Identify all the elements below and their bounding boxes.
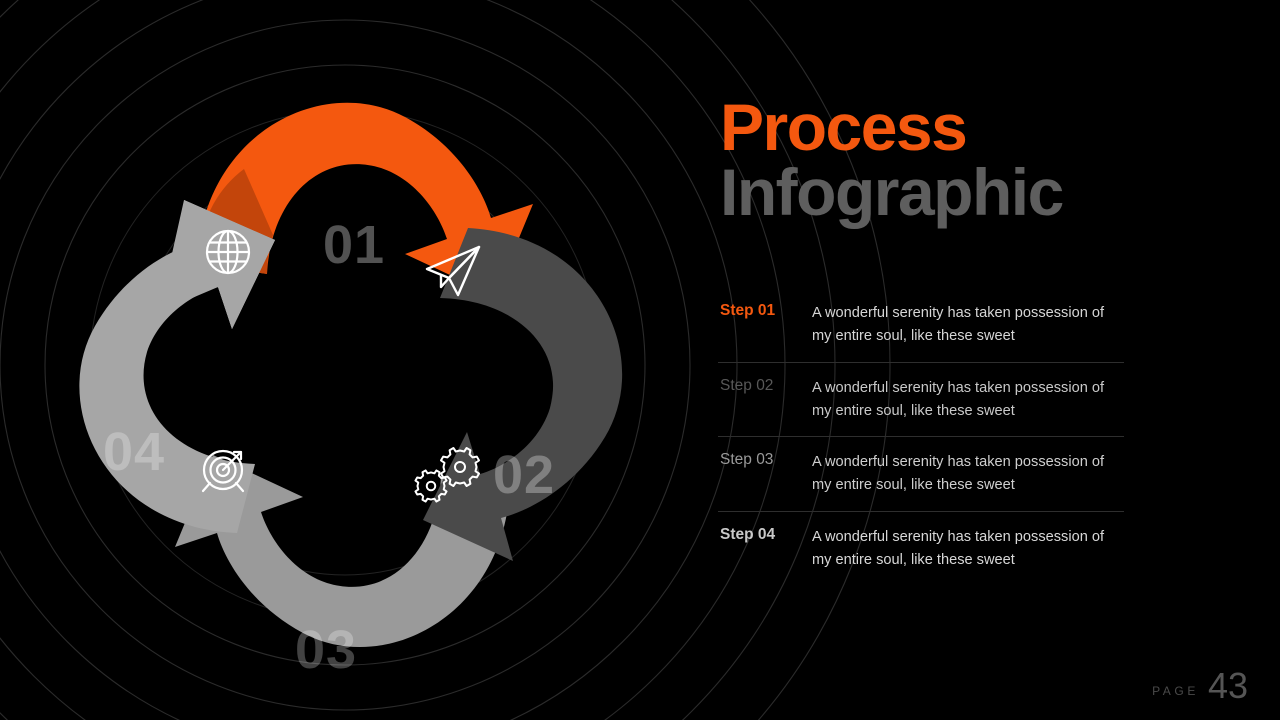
step-label-02: Step 02 (720, 376, 774, 394)
step-row-04[interactable]: Step 04 A wonderful serenity has taken p… (718, 510, 1124, 586)
footer-page-indicator: PAGE 43 (1152, 662, 1248, 706)
cycle-number-03: 03 (295, 620, 357, 680)
steps-list: Step 01 A wonderful serenity has taken p… (718, 298, 1124, 585)
cycle-segment-04-head (159, 200, 275, 329)
step-label-03: Step 03 (720, 451, 774, 469)
step-row-02[interactable]: Step 02 A wonderful serenity has taken p… (718, 361, 1124, 437)
cycle-number-01: 01 (323, 215, 385, 275)
title-line-secondary: Infographic (720, 154, 1064, 229)
step-row-01[interactable]: Step 01 A wonderful serenity has taken p… (718, 298, 1124, 362)
step-description-02: A wonderful serenity has taken possessio… (812, 379, 1105, 419)
cycle-number-04: 04 (103, 422, 165, 482)
content-panel: Process Infographic Step 01 A wonderful … (718, 90, 1128, 585)
step-row-03[interactable]: Step 03 A wonderful serenity has taken p… (718, 436, 1124, 511)
cycle-segment-03 (175, 455, 510, 648)
step-label-04: Step 04 (720, 525, 776, 543)
step-description-01: A wonderful serenity has taken possessio… (812, 305, 1105, 345)
title-line-primary: Process (720, 90, 968, 164)
page-title: Process Infographic (718, 90, 1128, 229)
cycle-segment-02 (423, 228, 623, 561)
step-description-03: A wonderful serenity has taken possessio… (812, 454, 1105, 494)
process-cycle-diagram: 01 02 03 04 (55, 85, 635, 680)
step-description-04: A wonderful serenity has taken possessio… (812, 528, 1105, 568)
footer-page-number: 43 (1207, 665, 1248, 706)
step-label-01: Step 01 (720, 302, 776, 320)
globe-icon (205, 229, 251, 275)
cycle-number-02: 02 (493, 445, 555, 505)
footer-page-word: PAGE (1152, 684, 1199, 698)
